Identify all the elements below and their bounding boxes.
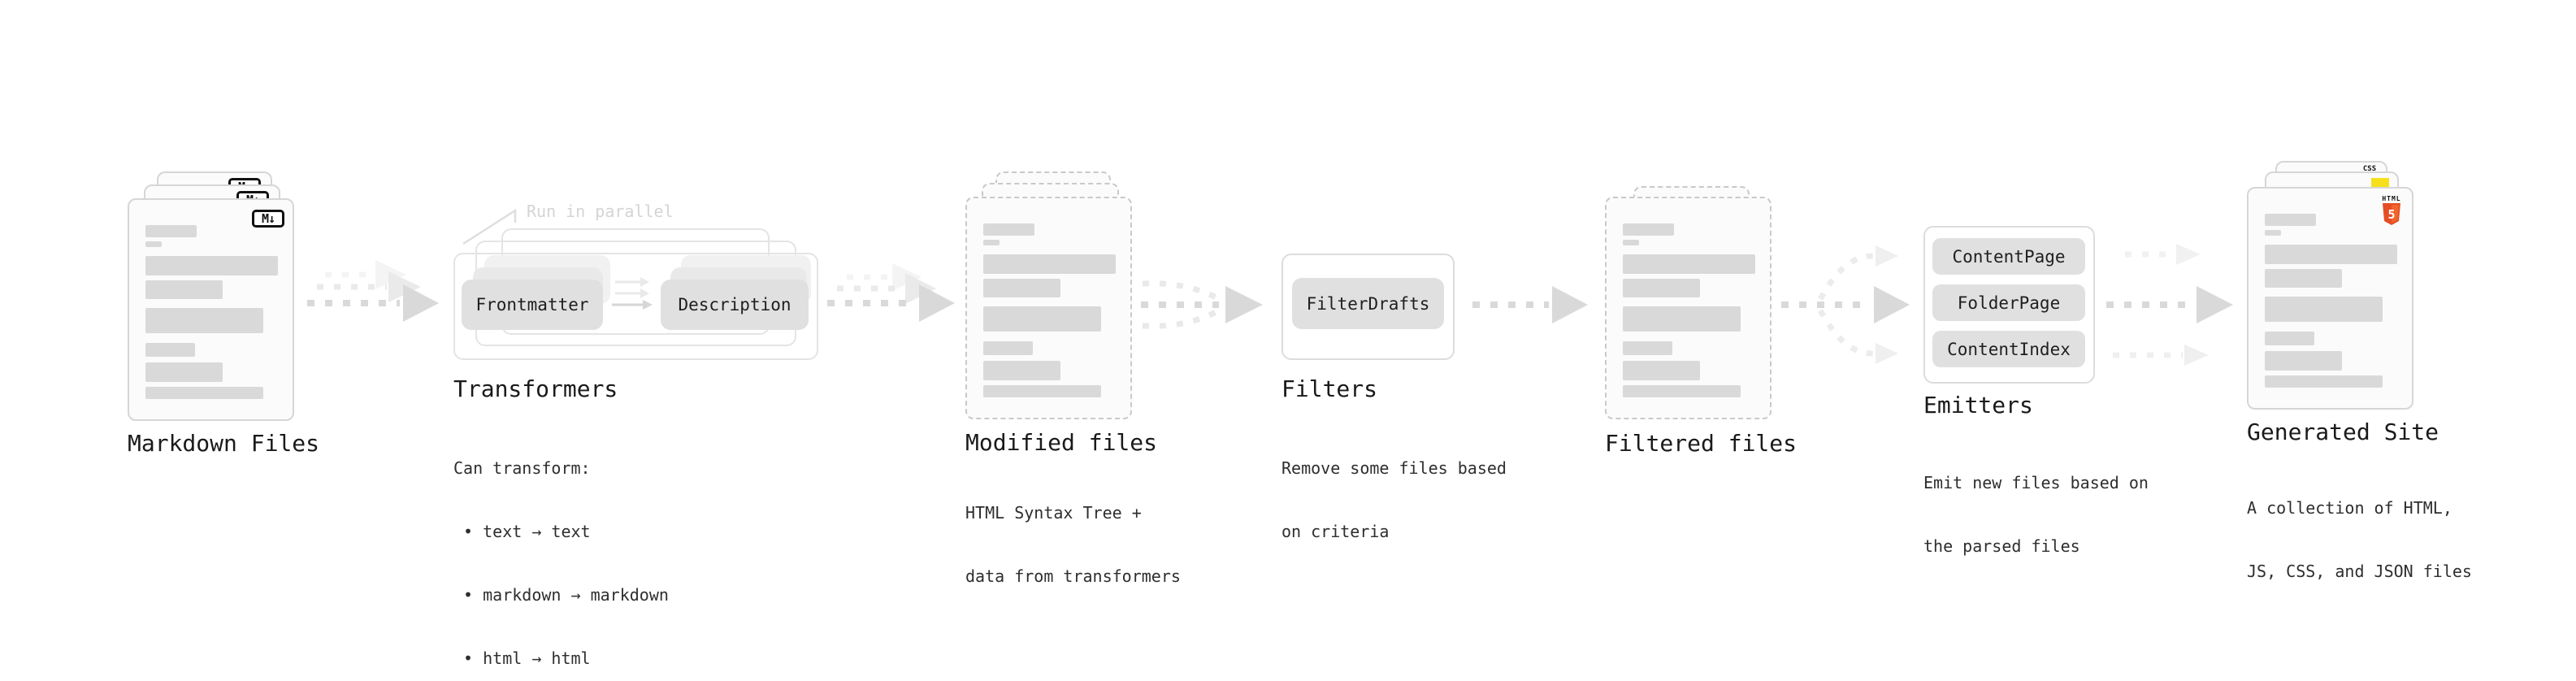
markdown-files-label: Markdown Files	[128, 430, 320, 457]
doc-content-bar	[1623, 223, 1674, 236]
doc-content-bar	[1623, 341, 1672, 355]
desc-line: JS, CSS, and JSON files	[2247, 562, 2472, 581]
doc-content-bar	[1623, 361, 1700, 380]
emitters-label: Emitters	[1923, 392, 2033, 419]
transformer-group-box-front	[453, 253, 818, 360]
transformers-description: Can transform: • text → text • markdown …	[453, 415, 669, 681]
doc-content-bar	[2265, 269, 2342, 288]
doc-content-bar	[983, 240, 1000, 245]
desc-line: Remove some files based	[1281, 458, 1507, 478]
modified-files-description: HTML Syntax Tree + data from transformer…	[965, 460, 1181, 629]
doc-content-bar	[983, 341, 1033, 355]
transformers-label: Transformers	[453, 375, 618, 402]
html5-badge-icon: HTML 5	[2381, 195, 2402, 228]
doc-content-bar	[145, 225, 197, 237]
doc-content-bar	[983, 223, 1034, 236]
arrow-filtered-to-emitters	[1781, 245, 1910, 364]
desc-line: • markdown → markdown	[453, 585, 669, 605]
arrow-transformers-to-modified	[827, 263, 955, 322]
doc-content-bar	[2265, 375, 2383, 388]
doc-content-bar	[145, 256, 278, 275]
markdown-badge-icon: M↓	[252, 210, 284, 228]
doc-content-bar	[145, 343, 195, 357]
emitter-contentindex-pill: ContentIndex	[1932, 331, 2085, 367]
doc-content-bar	[2265, 351, 2342, 371]
doc-content-bar	[2265, 214, 2316, 226]
filter-drafts-pill: FilterDrafts	[1292, 278, 1444, 329]
doc-content-bar	[145, 362, 223, 382]
svg-text:5: 5	[2387, 207, 2395, 222]
html5-shield: 5	[2383, 203, 2400, 225]
doc-content-bar	[145, 308, 263, 333]
modified-files-label: Modified files	[965, 429, 1158, 456]
generated-site-label: Generated Site	[2247, 419, 2439, 445]
arrows-emitters-to-site	[2106, 244, 2233, 366]
desc-line: data from transformers	[965, 566, 1181, 586]
markdown-file-card: M↓	[128, 198, 294, 421]
doc-content-bar	[145, 241, 162, 247]
desc-line: the parsed files	[1923, 536, 2080, 556]
js-badge-icon	[2371, 178, 2389, 189]
desc-line: on criteria	[1281, 522, 1390, 541]
css-badge-text: CSS	[2362, 165, 2377, 173]
transformer-frontmatter-pill: Frontmatter	[462, 280, 603, 330]
filters-label: Filters	[1281, 375, 1378, 402]
doc-content-bar	[1623, 306, 1741, 332]
emitter-folderpage-pill: FolderPage	[1932, 284, 2085, 321]
doc-content-bar	[983, 361, 1060, 380]
desc-line: HTML Syntax Tree +	[965, 503, 1142, 523]
transformer-description-pill: Description	[661, 280, 809, 330]
doc-content-bar	[983, 254, 1116, 274]
modified-file-card	[965, 197, 1132, 419]
doc-content-bar	[983, 306, 1101, 332]
arrow-markdown-to-transformers	[307, 260, 439, 322]
desc-line: Emit new files based on	[1923, 473, 2149, 492]
filtered-files-label: Filtered files	[1605, 430, 1798, 457]
run-in-parallel-note: Run in parallel	[527, 202, 674, 221]
generated-site-description: A collection of HTML, JS, CSS, and JSON …	[2247, 455, 2472, 624]
filtered-file-card	[1605, 197, 1772, 419]
doc-content-bar	[1623, 385, 1741, 397]
doc-content-bar	[1623, 279, 1700, 297]
doc-content-bar	[2265, 297, 2383, 322]
site-page-card: HTML 5	[2247, 187, 2413, 410]
doc-content-bar	[145, 387, 263, 399]
emitter-contentpage-pill: ContentPage	[1932, 238, 2085, 275]
doc-content-bar	[1623, 240, 1639, 245]
desc-line: • text → text	[453, 522, 591, 541]
filters-description: Remove some files based on criteria	[1281, 415, 1507, 584]
doc-content-bar	[145, 280, 223, 299]
desc-line: • html → html	[453, 648, 591, 668]
doc-content-bar	[2265, 245, 2397, 264]
doc-content-bar	[2265, 230, 2281, 236]
doc-content-bar	[1623, 254, 1755, 274]
arrow-filters-to-filtered	[1472, 286, 1588, 323]
emitters-description: Emit new files based on the parsed files	[1923, 430, 2149, 599]
doc-content-bar	[983, 279, 1060, 297]
arrow-modified-to-filters	[1141, 280, 1263, 329]
doc-content-bar	[2265, 332, 2314, 345]
desc-line: A collection of HTML,	[2247, 498, 2452, 518]
desc-line: Can transform:	[453, 458, 591, 478]
html5-word: HTML	[2382, 195, 2401, 202]
doc-content-bar	[983, 385, 1101, 397]
